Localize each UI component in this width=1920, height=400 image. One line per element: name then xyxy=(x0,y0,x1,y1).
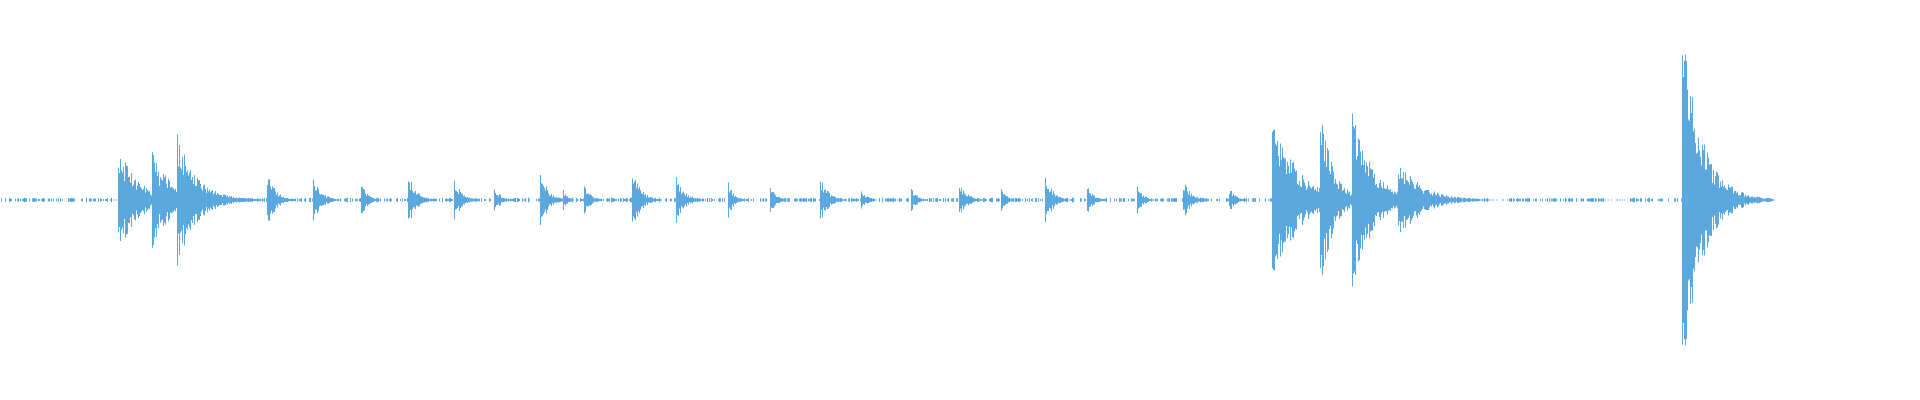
waveform-samples xyxy=(1,54,1775,346)
